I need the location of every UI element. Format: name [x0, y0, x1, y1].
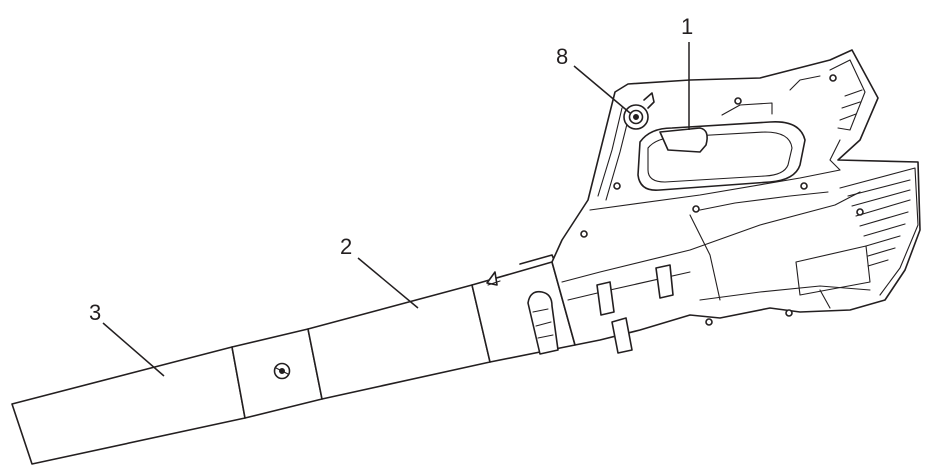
handle-assembly — [637, 59, 866, 192]
nozzle-coupling — [231, 328, 323, 419]
collar-release-latch — [527, 290, 559, 355]
leader-8 — [573, 65, 631, 114]
blower-tube — [307, 284, 491, 400]
collar-arrow-marker — [486, 271, 501, 286]
callout-leaders — [102, 42, 690, 377]
leader-2 — [357, 257, 419, 309]
callout-3: 3 — [89, 300, 101, 325]
tube-collar — [471, 254, 576, 363]
housing-clips — [596, 264, 674, 354]
callout-2: 2 — [340, 234, 352, 259]
nozzle-lock-button — [273, 362, 291, 380]
callout-8: 8 — [556, 44, 568, 69]
speed-control-dial — [623, 92, 655, 130]
leader-3 — [102, 322, 165, 377]
trigger — [659, 127, 708, 153]
callout-1: 1 — [681, 14, 693, 39]
nozzle-end-tube — [11, 346, 246, 465]
